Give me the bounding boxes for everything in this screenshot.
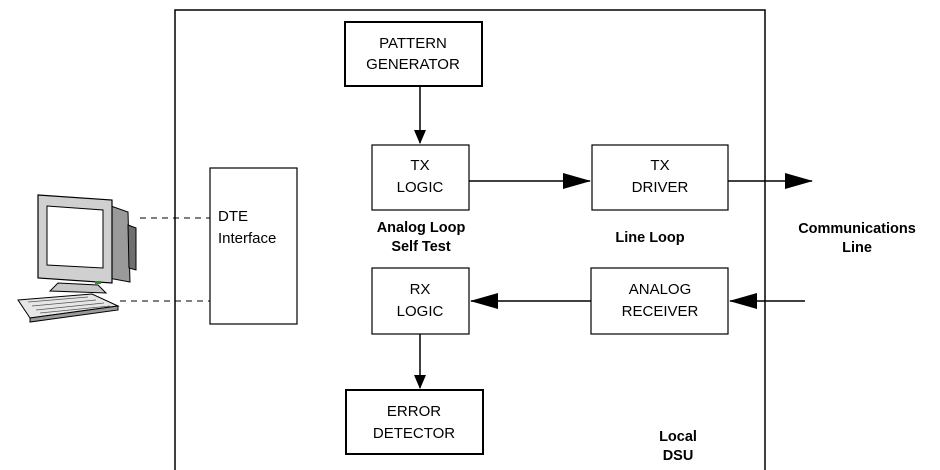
rx-logic-label-1: RX xyxy=(410,281,431,298)
pattern-generator-label-1: PATTERN xyxy=(379,35,447,52)
analog-loop-label-1: Analog Loop xyxy=(377,220,466,236)
tx-driver-label-2: DRIVER xyxy=(632,179,689,196)
tx-logic-label-2: LOGIC xyxy=(397,179,444,196)
analog-receiver-block: ANALOG RECEIVER xyxy=(590,267,729,335)
analog-receiver-label-2: RECEIVER xyxy=(622,303,699,320)
dte-interface-label-1: DTE xyxy=(218,208,248,225)
computer-terminal-icon xyxy=(17,194,137,323)
local-dsu-label-2: DSU xyxy=(663,448,694,464)
error-detector-label-1: ERROR xyxy=(387,403,441,420)
pattern-generator-label-2: GENERATOR xyxy=(366,56,460,73)
tx-driver-label-1: TX xyxy=(650,157,669,174)
dte-interface-label-2: Interface xyxy=(218,230,276,247)
local-dsu-label-1: Local xyxy=(659,429,697,445)
pattern-generator-block: PATTERN GENERATOR xyxy=(344,21,483,87)
communications-line-label-2: Line xyxy=(842,240,872,256)
communications-line-label-1: Communications xyxy=(798,221,916,237)
error-detector-label-2: DETECTOR xyxy=(373,425,455,442)
tx-driver-block: TX DRIVER xyxy=(591,144,729,211)
tx-logic-label-1: TX xyxy=(410,157,429,174)
analog-loop-label-2: Self Test xyxy=(391,239,451,255)
analog-receiver-label-1: ANALOG xyxy=(629,281,692,298)
rx-logic-block: RX LOGIC xyxy=(371,267,470,335)
dte-interface-block: DTE Interface xyxy=(209,167,298,325)
tx-logic-block: TX LOGIC xyxy=(371,144,470,211)
rx-logic-label-2: LOGIC xyxy=(397,303,444,320)
local-dsu-enclosure xyxy=(174,9,766,470)
line-loop-label: Line Loop xyxy=(615,230,684,246)
error-detector-block: ERROR DETECTOR xyxy=(345,389,484,455)
